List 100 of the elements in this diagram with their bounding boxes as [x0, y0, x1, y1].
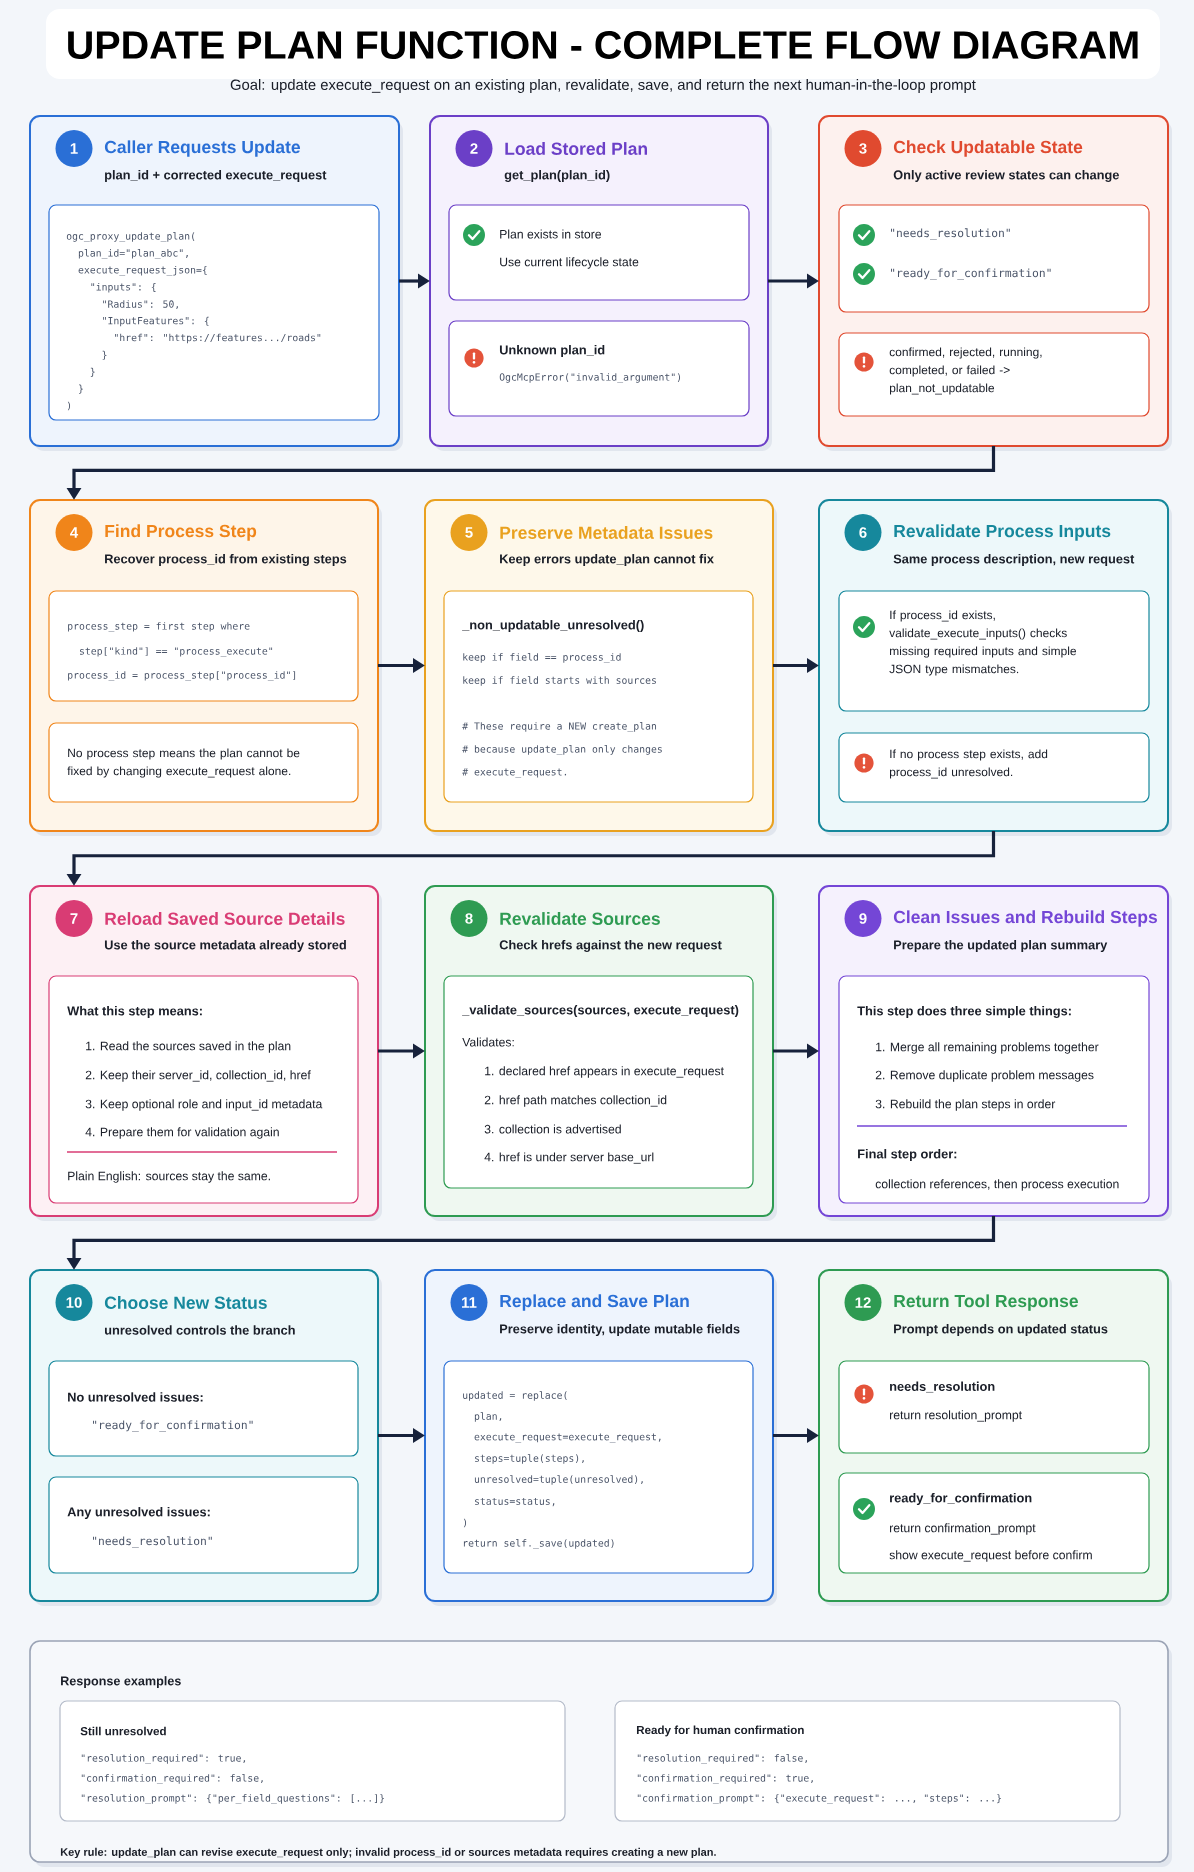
code-line: # because update_plan only changes [462, 745, 662, 755]
card-heading: This step does three simple things: [857, 1006, 1071, 1018]
step-title: Reload Saved Source Details [105, 912, 345, 925]
step-number: 3 [844, 130, 882, 167]
card-heading: _non_updatable_unresolved() [462, 620, 644, 632]
step-title: Replace and Save Plan [500, 1294, 689, 1311]
list-item: 2. href path matches collection_id [484, 1095, 667, 1107]
code-line: ogc_proxy_update_plan( [66, 232, 195, 242]
step-title: Revalidate Process Inputs [894, 524, 1111, 541]
subtitle: Goal: update execute_request on an existing plan, revalidate, save, and return the next human-in-the-loop prompt [230, 79, 976, 93]
code-line: } [79, 384, 83, 394]
code-line: "href": "https://features.../roads" [115, 333, 321, 344]
card-heading: No unresolved issues: [68, 1392, 203, 1402]
step-number: 1 [55, 130, 93, 167]
card-heading: Unknown plan_id [499, 345, 605, 357]
step-subtitle: Same process description, new request [893, 554, 1135, 566]
card-text: show execute_request before confirm [889, 1550, 1092, 1562]
code-line: # These require a NEW create_plan [462, 722, 656, 732]
card-heading: needs_resolution [890, 1381, 995, 1393]
step-number: 10 [55, 1284, 93, 1321]
step-number: 6 [844, 514, 882, 551]
code-line: step["kind"] == "process_execute" [80, 647, 273, 657]
code-line: "ready_for_confirmation" [93, 1420, 253, 1432]
code-line: } [90, 367, 95, 377]
step-subtitle: Only active review states can change [893, 170, 1119, 182]
code-line: return self._save(updated) [463, 1539, 614, 1549]
step-title: Return Tool Response [894, 1294, 1078, 1311]
code-line: plan_id="plan_abc", [78, 249, 188, 259]
card-text: return confirmation_prompt [890, 1523, 1036, 1535]
card-text: If no process step exists, add process_id unresolved. [889, 749, 1048, 779]
step-number: 7 [55, 900, 93, 937]
list-item: 1. Merge all remaining problems together [876, 1042, 1099, 1054]
code-line: } [102, 350, 107, 360]
card-heading: ready_for_confirmation [890, 1493, 1032, 1505]
code-line: updated = replace( [463, 1391, 567, 1401]
step-number: 12 [844, 1284, 882, 1321]
step-number: 2 [455, 130, 493, 167]
step-title: Choose New Status [104, 1296, 267, 1309]
code-line: keep if field starts with sources [463, 676, 656, 686]
code-line: ) [463, 1518, 467, 1528]
step-title: Preserve Metadata Issues [500, 526, 713, 539]
step-number: 9 [844, 900, 882, 937]
list-item: 2. Remove duplicate problem messages [875, 1070, 1094, 1082]
step-number: 4 [55, 514, 93, 551]
code-line: "needs_resolution" [891, 228, 1010, 240]
step-title: Clean Issues and Rebuild Steps [893, 910, 1157, 927]
step-title: Load Stored Plan [505, 142, 647, 155]
step-subtitle: Check hrefs against the new request [499, 940, 722, 952]
step-subtitle: unresolved controls the branch [105, 1325, 295, 1335]
card-text: No process step means the plan cannot be fixed by changing execute_request alone. [67, 748, 300, 778]
code-line: process_id = process_step["process_id"] [68, 671, 296, 681]
list-item: 4. Prepare them for validation again [85, 1127, 279, 1139]
card-heading: _validate_sources(sources, execute_request) [462, 1005, 739, 1017]
code-line: status=status, [475, 1497, 555, 1507]
title-banner: UPDATE PLAN FUNCTION - COMPLETE FLOW DIAGRAM [46, 9, 1160, 79]
list-item: 1. declared href appears in execute_request [485, 1066, 724, 1078]
card-text: confirmed, rejected, running, completed, or failed -> plan_not_updatable [889, 347, 1042, 395]
code-line: "Radius": 50, [103, 300, 178, 310]
card-text: Use current lifecycle state [500, 257, 639, 269]
card-text: return resolution_prompt [890, 1410, 1022, 1422]
code-line: unresolved=tuple(unresolved), [474, 1475, 643, 1485]
code-line: execute_request_json={ [78, 265, 207, 276]
step-subtitle: Preserve identity, update mutable fields [500, 1324, 740, 1336]
step-number: 8 [450, 900, 488, 937]
code-line: steps=tuple(steps), [475, 1454, 584, 1464]
list-item: 3. Rebuild the plan steps in order [875, 1099, 1056, 1111]
step-title: Caller Requests Update [104, 140, 301, 157]
card-text: Validates: [462, 1037, 514, 1047]
list-item: 3. Keep optional role and input_id metadata [85, 1099, 323, 1111]
card-text: Plan exists in store [500, 229, 602, 239]
step-subtitle: Recover process_id from existing steps [105, 554, 347, 566]
code-line: OgcMcpError("invalid_argument") [499, 373, 681, 383]
code-line: "InputFeatures": { [103, 316, 209, 327]
code-line: ) [67, 401, 71, 411]
card-heading: Any unresolved issues: [67, 1507, 210, 1519]
list-item: 1. Read the sources saved in the plan [86, 1041, 291, 1053]
step-subtitle: plan_id + corrected execute_request [105, 170, 327, 182]
step-title: Check Updatable State [893, 140, 1083, 157]
code-line: process_step = first step where [68, 622, 250, 632]
code-line: "needs_resolution" [93, 1536, 212, 1548]
step-subtitle: Prompt depends on updated status [894, 1324, 1108, 1336]
step-title: Find Process Step [105, 524, 257, 541]
code-line: keep if field == process_id [463, 653, 621, 663]
step-subtitle: Keep errors update_plan cannot fix [500, 554, 714, 566]
card-text: If process_id exists, validate_execute_inputs() checks missing required inputs and simple JSON type mismatches. [889, 610, 1077, 676]
step-number: 5 [450, 514, 488, 551]
list-item: 4. href is under server base_url [484, 1152, 654, 1164]
code-line: "ready_for_confirmation" [891, 268, 1051, 280]
step-title: Revalidate Sources [500, 912, 660, 925]
card-text: collection references, then process execution [875, 1179, 1119, 1191]
step-subtitle: Use the source metadata already stored [104, 940, 346, 952]
card-heading: Final step order: [858, 1149, 957, 1161]
step-number: 11 [450, 1284, 488, 1321]
code-line: execute_request=execute_request, [474, 1433, 661, 1443]
list-item: 2. Keep their server_id, collection_id, href [85, 1070, 311, 1082]
list-item: 3. collection is advertised [484, 1124, 621, 1134]
code-line: "inputs": { [91, 282, 156, 293]
card-heading: What this step means: [67, 1006, 202, 1018]
code-line: plan, [474, 1412, 502, 1422]
card-text: Plain English: sources stay the same. [68, 1171, 270, 1183]
